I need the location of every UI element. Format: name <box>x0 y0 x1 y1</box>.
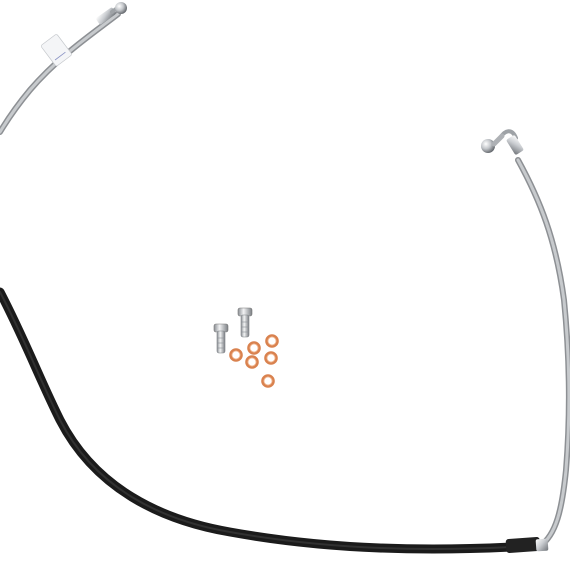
crush-washers <box>229 334 279 388</box>
sleeve-collar-ring <box>535 538 549 552</box>
crush-washer <box>265 334 279 348</box>
black-sleeve-line <box>0 287 535 554</box>
braided-line-left-highlight <box>0 12 120 134</box>
line-tag <box>41 34 72 67</box>
right-fitting <box>481 129 524 155</box>
crush-washer-inner-edges <box>231 336 277 386</box>
crush-washer <box>245 355 259 369</box>
crush-washer <box>229 348 243 362</box>
crush-washer <box>264 351 278 365</box>
black-sleeve-sheen <box>0 291 531 551</box>
banjo-bolt-1 <box>213 323 229 354</box>
top-left-fitting <box>96 2 127 25</box>
crush-washer <box>261 374 275 388</box>
sleeve-collar <box>505 537 541 553</box>
crush-washer <box>247 341 261 355</box>
braided-line-right-highlight <box>516 158 570 548</box>
banjo-bolt-2 <box>237 307 253 338</box>
braided-line-left <box>0 11 121 135</box>
